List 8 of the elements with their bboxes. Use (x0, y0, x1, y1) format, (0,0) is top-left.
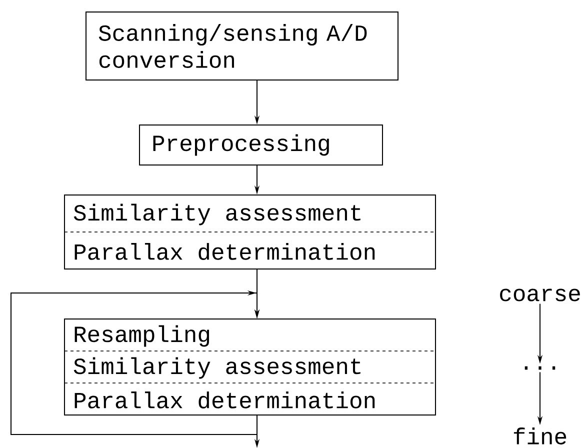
scale-label: fine (514, 428, 566, 444)
process-box: Resampling Similarity assessment Parallax determination (64, 318, 436, 416)
process-box: Scanning/sensing A/D conversion (86, 12, 398, 80)
scale-label: coarse (500, 288, 580, 302)
scale-label: ... (524, 366, 556, 370)
arrow (10, 290, 260, 435)
process-box: Similarity assessment Parallax determination (64, 194, 436, 270)
process-box: Preprocessing (139, 124, 383, 166)
